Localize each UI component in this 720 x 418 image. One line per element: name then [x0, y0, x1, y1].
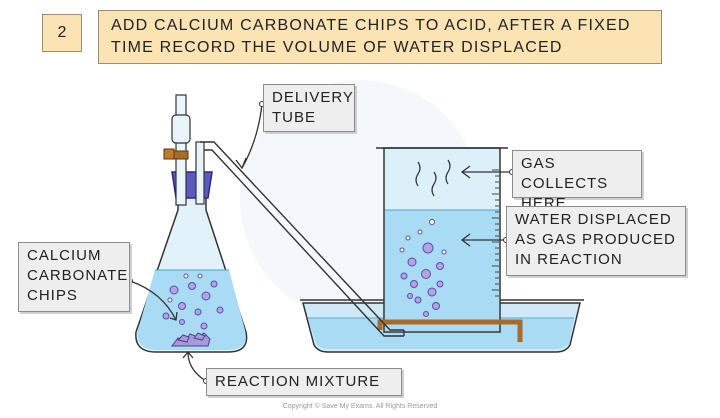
- label-calcium-carbonate: CALCIUM CARBONATE CHIPS: [18, 242, 130, 312]
- calcium-carbonate-chips: [171, 332, 211, 347]
- step-number-badge: 2: [42, 14, 82, 52]
- label-water-displaced: WATER DISPLACED AS GAS PRODUCED IN REACT…: [506, 206, 686, 276]
- delivery-tube: [200, 141, 405, 337]
- measuring-cylinder: [376, 147, 523, 342]
- instruction-banner: ADD CALCIUM CARBONATE CHIPS TO ACID, AFT…: [98, 10, 662, 64]
- leader-lines: [129, 103, 512, 382]
- copyright-notice: Copyright © Save My Exams. All Rights Re…: [282, 403, 438, 410]
- label-gas-collects: GAS COLLECTS HERE: [512, 150, 642, 212]
- conical-flask: [135, 94, 248, 353]
- label-reaction-mixture: REACTION MIXTURE: [206, 368, 402, 396]
- label-delivery-tube: DELIVERY TUBE: [263, 84, 355, 132]
